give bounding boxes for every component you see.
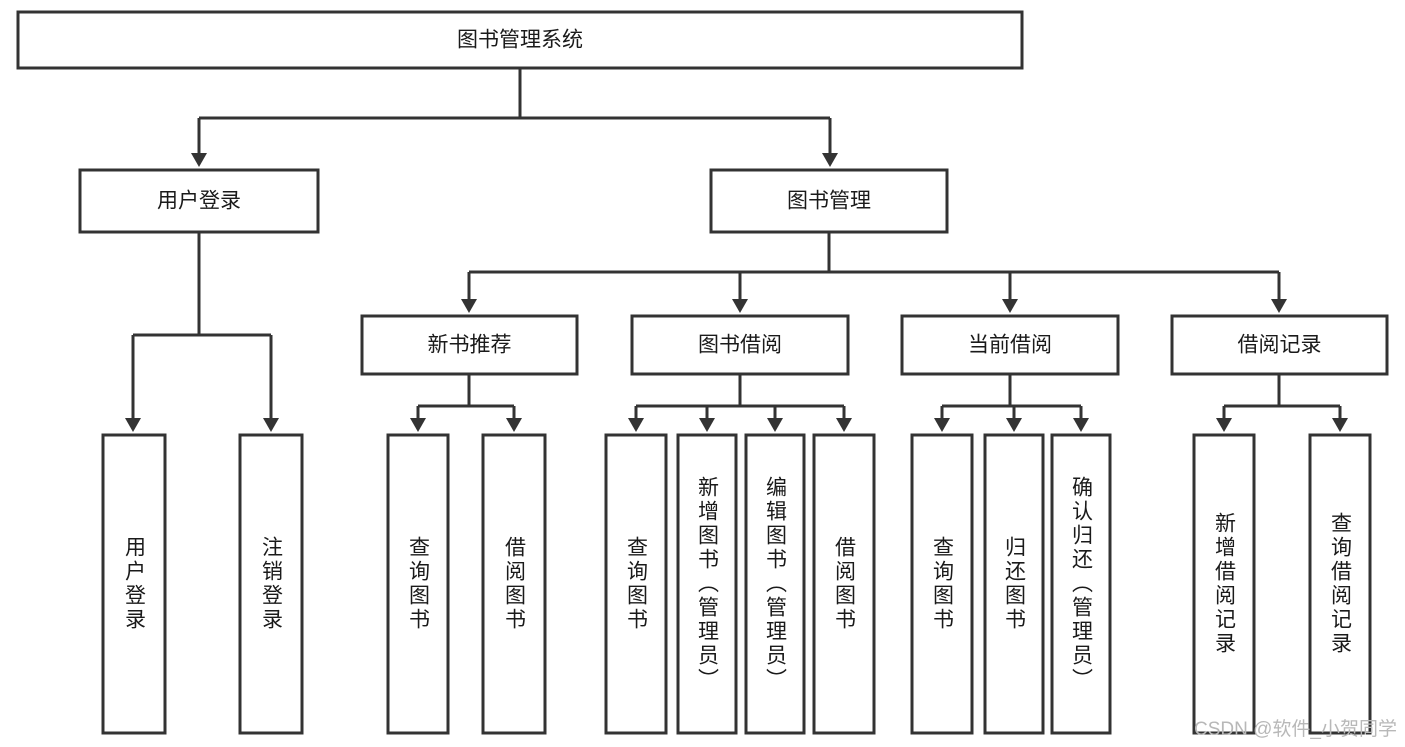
- node-book-borrow[interactable]: 图书借阅: [630, 314, 850, 376]
- node-label-wrap-leaf-user-login: 用户登录: [122, 536, 146, 632]
- node-label-borrow-record: 借阅记录: [1238, 334, 1322, 357]
- node-label-wrap-leaf-borrow-book: 借阅图书: [832, 536, 856, 632]
- connector-root: [191, 68, 838, 167]
- node-label-leaf-borrow-book: 借阅图书: [832, 536, 856, 632]
- node-current-borrow[interactable]: 当前借阅: [900, 314, 1120, 376]
- node-leaf-user-logout[interactable]: 注销登录: [238, 433, 304, 735]
- node-root[interactable]: 图书管理系统: [16, 10, 1024, 70]
- connector-book-borrow: [628, 374, 852, 432]
- node-label-current-borrow: 当前借阅: [968, 334, 1052, 357]
- node-label-leaf-query-book-new: 查询图书: [406, 536, 430, 632]
- node-label-leaf-query-book-borrow: 查询图书: [624, 536, 648, 632]
- connector-book-management: [461, 232, 1287, 313]
- node-borrow-record[interactable]: 借阅记录: [1170, 314, 1389, 376]
- node-leaf-query-book-current[interactable]: 查询图书: [910, 433, 974, 735]
- node-leaf-borrow-book[interactable]: 借阅图书: [812, 433, 876, 735]
- node-label-wrap-leaf-borrow-book-new: 借阅图书: [502, 536, 526, 632]
- node-label-wrap-leaf-edit-book-admin: 编辑图书（管理员）: [763, 476, 787, 692]
- connector-new-book-recommend: [410, 374, 522, 432]
- connector-current-borrow: [934, 374, 1089, 432]
- node-leaf-confirm-return-admin[interactable]: 确认归还（管理员）: [1050, 433, 1112, 735]
- node-label-wrap-leaf-add-book-admin: 新增图书（管理员）: [695, 476, 719, 692]
- connector-layer: [125, 68, 1348, 432]
- node-leaf-add-borrow-record[interactable]: 新增借阅记录: [1192, 433, 1256, 735]
- node-leaf-query-book-new[interactable]: 查询图书: [386, 433, 450, 735]
- node-leaf-query-borrow-record[interactable]: 查询借阅记录: [1308, 433, 1372, 735]
- node-label-book-borrow: 图书借阅: [698, 334, 782, 357]
- node-label-leaf-edit-book-admin: 编辑图书（管理员）: [763, 476, 787, 692]
- node-label-root: 图书管理系统: [457, 29, 583, 52]
- node-label-wrap-leaf-user-logout: 注销登录: [259, 536, 283, 632]
- node-label-leaf-query-borrow-record: 查询借阅记录: [1328, 512, 1352, 656]
- node-label-wrap-leaf-return-book: 归还图书: [1002, 536, 1026, 632]
- node-label-new-book-recommend: 新书推荐: [428, 334, 512, 357]
- connector-borrow-record: [1216, 374, 1348, 432]
- node-label-wrap-leaf-query-book-new: 查询图书: [406, 536, 430, 632]
- node-layer: 图书管理系统用户登录图书管理新书推荐图书借阅当前借阅借阅记录用户登录注销登录查询…: [16, 10, 1389, 735]
- node-label-wrap-leaf-add-borrow-record: 新增借阅记录: [1212, 512, 1236, 656]
- node-label-wrap-leaf-query-book-current: 查询图书: [930, 536, 954, 632]
- node-new-book-recommend[interactable]: 新书推荐: [360, 314, 579, 376]
- node-label-leaf-add-borrow-record: 新增借阅记录: [1212, 512, 1236, 656]
- node-leaf-add-book-admin[interactable]: 新增图书（管理员）: [676, 433, 738, 735]
- node-label-leaf-user-login: 用户登录: [122, 536, 146, 632]
- node-leaf-return-book[interactable]: 归还图书: [983, 433, 1045, 735]
- node-label-leaf-query-book-current: 查询图书: [930, 536, 954, 632]
- node-label-user-login: 用户登录: [157, 190, 241, 213]
- node-leaf-edit-book-admin[interactable]: 编辑图书（管理员）: [744, 433, 806, 735]
- node-leaf-query-book-borrow[interactable]: 查询图书: [604, 433, 668, 735]
- node-book-management[interactable]: 图书管理: [709, 168, 949, 234]
- node-label-leaf-confirm-return-admin: 确认归还（管理员）: [1069, 476, 1093, 692]
- node-label-leaf-return-book: 归还图书: [1002, 536, 1026, 632]
- node-label-leaf-borrow-book-new: 借阅图书: [502, 536, 526, 632]
- node-leaf-user-login[interactable]: 用户登录: [101, 433, 167, 735]
- node-user-login[interactable]: 用户登录: [78, 168, 320, 234]
- node-label-leaf-user-logout: 注销登录: [259, 536, 283, 632]
- node-leaf-borrow-book-new[interactable]: 借阅图书: [481, 433, 547, 735]
- connector-user-login: [125, 232, 279, 432]
- node-label-book-management: 图书管理: [787, 190, 871, 213]
- node-label-wrap-leaf-query-borrow-record: 查询借阅记录: [1328, 512, 1352, 656]
- node-label-wrap-leaf-query-book-borrow: 查询图书: [624, 536, 648, 632]
- node-label-leaf-add-book-admin: 新增图书（管理员）: [695, 476, 719, 692]
- node-label-wrap-leaf-confirm-return-admin: 确认归还（管理员）: [1069, 476, 1093, 692]
